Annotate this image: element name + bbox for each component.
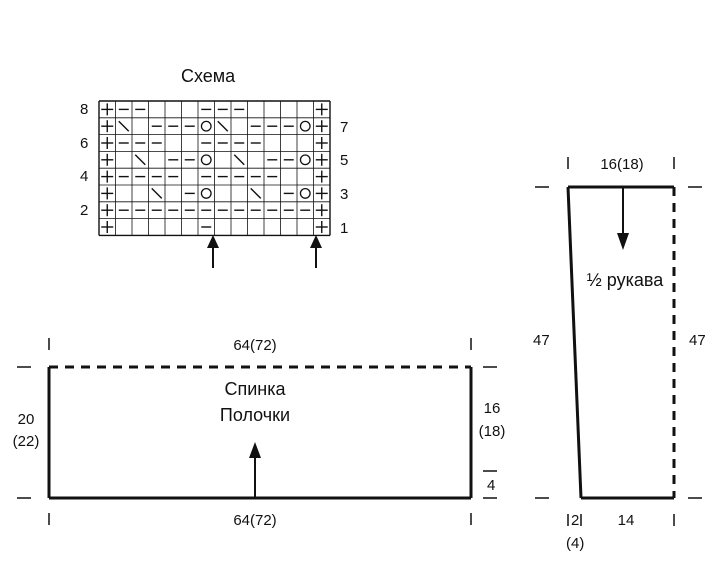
yarn-over-symbol: [200, 154, 212, 166]
sleeve-offset: 2: [571, 512, 580, 529]
decrease-symbol: [151, 187, 163, 199]
edge-stitch-symbol: [315, 170, 328, 183]
yarn-over-symbol: [200, 187, 212, 199]
chart-title: Схема: [181, 66, 236, 86]
edge-stitch-symbol: [101, 153, 114, 166]
piece-height-left-alt: (22): [12, 433, 40, 450]
decrease-symbol: [118, 120, 130, 132]
yarn-over-symbol: [299, 120, 311, 132]
stitch-chart: [98, 100, 331, 268]
edge-stitch-symbol: [315, 221, 328, 233]
decrease-symbol: [250, 187, 262, 199]
sleeve-title: ½ рукава: [586, 270, 664, 290]
row-label-6: 6: [80, 135, 89, 152]
repeat-arrows: [207, 235, 322, 268]
edge-stitch-symbol: [315, 137, 328, 149]
edge-stitch-symbol: [315, 103, 328, 116]
piece-width-top: 64(72): [233, 337, 277, 354]
piece-height-left: 20: [17, 411, 35, 428]
piece-tick-marks: [17, 338, 497, 525]
edge-stitch-symbol: [101, 221, 114, 233]
row-label-4: 4: [80, 168, 89, 185]
piece-width-bottom: 64(72): [233, 512, 277, 529]
sleeve-tick-marks: [535, 157, 702, 526]
decrease-symbol: [134, 154, 146, 166]
chart-symbols: [101, 103, 328, 233]
sleeve-width-top: 16(18): [600, 156, 644, 173]
sleeve-piece: [535, 157, 702, 526]
yarn-over-symbol: [200, 120, 212, 132]
sleeve-width-bottom: 14: [617, 512, 635, 529]
edge-stitch-symbol: [101, 204, 114, 217]
row-label-1: 1: [340, 220, 349, 237]
row-label-3: 3: [340, 186, 349, 203]
sleeve-height-right: 47: [689, 332, 706, 349]
sleeve-height-left: 47: [533, 332, 550, 349]
edge-stitch-symbol: [315, 187, 328, 200]
piece-height-right: 16: [483, 400, 501, 417]
yarn-over-symbol: [299, 187, 311, 199]
piece-title-back: Спинка: [224, 379, 286, 399]
back-front-piece: [17, 338, 497, 525]
decrease-symbol: [233, 154, 245, 166]
arrow-head-icon: [310, 235, 322, 248]
arrow-up-icon: [249, 442, 261, 458]
row-label-5: 5: [340, 152, 349, 169]
edge-stitch-symbol: [315, 153, 328, 166]
edge-stitch-symbol: [101, 137, 114, 149]
sleeve-offset-alt: (4): [566, 535, 585, 552]
chart-grid: [98, 100, 331, 237]
edge-stitch-symbol: [101, 103, 114, 116]
row-label-7: 7: [340, 119, 349, 136]
edge-stitch-symbol: [315, 204, 328, 217]
edge-stitch-symbol: [101, 120, 114, 133]
yarn-over-symbol: [299, 154, 311, 166]
arrow-down-icon: [617, 233, 629, 250]
piece-hem-height: 4: [487, 477, 496, 494]
sleeve-slanted-edge: [566, 186, 583, 499]
edge-stitch-symbol: [315, 120, 328, 133]
row-label-2: 2: [80, 202, 89, 219]
decrease-symbol: [217, 120, 229, 132]
edge-stitch-symbol: [101, 170, 114, 183]
edge-stitch-symbol: [101, 187, 114, 200]
piece-height-right-alt: (18): [478, 423, 506, 440]
arrow-head-icon: [207, 235, 219, 248]
row-label-8: 8: [80, 101, 89, 118]
piece-title-front: Полочки: [219, 405, 291, 425]
